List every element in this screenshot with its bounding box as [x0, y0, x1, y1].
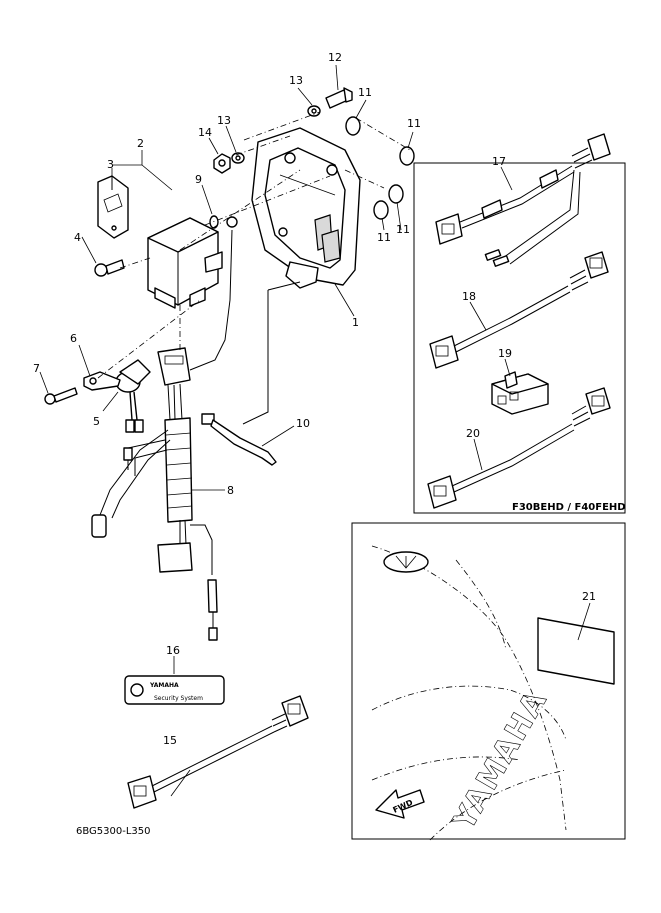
part-19-connector [491, 371, 549, 415]
cowling-detail-box [351, 522, 626, 840]
part-21-decal [537, 617, 615, 685]
callout-12: 12 [328, 51, 342, 64]
cowling-brand: YAMAHA [446, 684, 555, 837]
callout-11d: 11 [396, 223, 410, 236]
callout-21: 21 [582, 590, 596, 603]
part-20-harness [427, 387, 611, 509]
part-4-bolt [94, 259, 125, 277]
callout-20: 20 [466, 427, 480, 440]
optional-parts-box [413, 162, 626, 514]
part-7-screw [44, 387, 78, 405]
diagram-code: 6BG5300-L350 [76, 826, 151, 837]
part-14-nut [213, 153, 231, 174]
part-5-switch [115, 359, 151, 433]
label-brand: YAMAHA [149, 682, 179, 689]
callout-7: 7 [33, 362, 40, 375]
callout-4: 4 [74, 231, 81, 244]
part-2-control-unit [147, 217, 223, 309]
callout-19: 19 [498, 347, 512, 360]
cowling-illustration: YAMAHA FWD [371, 545, 567, 841]
model-box-label: F30BEHD / F40FEHD [512, 502, 626, 513]
part-6-bracket [83, 371, 121, 391]
part-12-bolt [325, 87, 353, 109]
callout-9: 9 [195, 173, 202, 186]
part-16-security-label: YAMAHA Security System [124, 675, 225, 705]
label-title: Security System [154, 695, 203, 702]
part-10-cable-tie [201, 413, 277, 466]
part-1-bracket-housing [251, 127, 361, 289]
part-9-grommet [209, 215, 219, 229]
callout-17: 17 [492, 155, 506, 168]
callout-numbers: 1 2 3 4 5 6 7 8 9 10 11 11 11 11 12 13 1… [33, 51, 596, 747]
callout-11a: 11 [358, 86, 372, 99]
part-3-cover [97, 175, 129, 239]
callout-13b: 13 [217, 114, 231, 127]
callout-13a: 13 [289, 74, 303, 87]
part-18-harness [429, 251, 609, 369]
callout-8: 8 [227, 484, 234, 497]
callout-3: 3 [107, 158, 114, 171]
part-13-washers [231, 105, 321, 164]
callout-5: 5 [93, 415, 100, 428]
callout-10: 10 [296, 417, 310, 430]
part-17-extension-harness [435, 133, 611, 267]
leader-lines [39, 64, 591, 797]
callout-15: 15 [163, 734, 177, 747]
callout-1: 1 [352, 316, 359, 329]
callout-11b: 11 [407, 117, 421, 130]
callout-6: 6 [70, 332, 77, 345]
part-8-wire-harness [91, 216, 238, 641]
part-15-lead-wire [127, 695, 309, 809]
callout-2: 2 [137, 137, 144, 150]
callout-18: 18 [462, 290, 476, 303]
callout-16: 16 [166, 644, 180, 657]
part-11-seals [345, 116, 415, 220]
callout-11c: 11 [377, 231, 391, 244]
callout-14: 14 [198, 126, 212, 139]
